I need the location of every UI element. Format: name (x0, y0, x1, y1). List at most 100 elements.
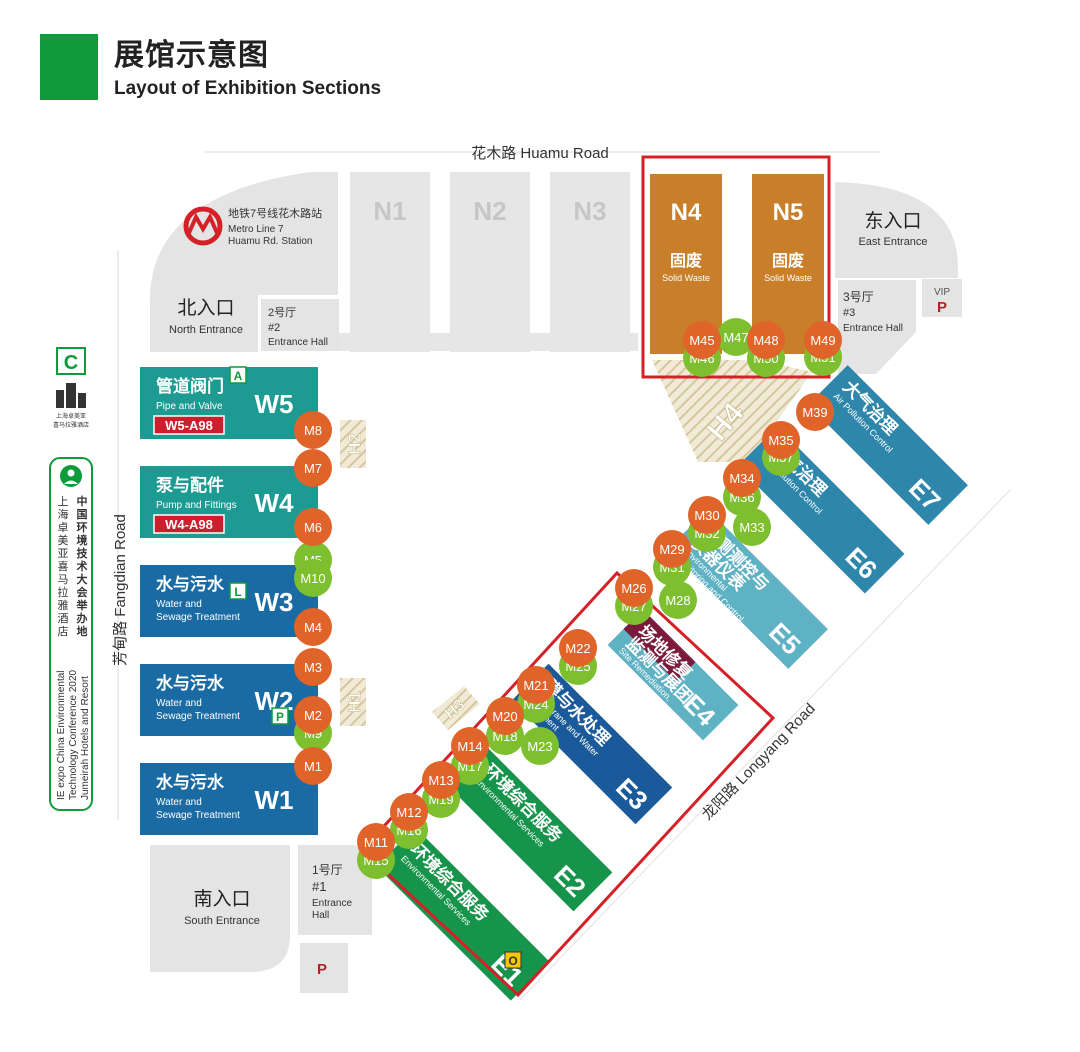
hall-category-cn: 泵与配件 (156, 475, 224, 495)
hall-label: W5 (255, 389, 294, 419)
hall2-cn: 2号厅 (268, 306, 296, 319)
hall-label: W4 (255, 488, 295, 518)
meeting-room-marker (357, 823, 395, 861)
meeting-room-label: M10 (300, 571, 325, 586)
meeting-room-label: M3 (304, 660, 322, 675)
location-marker-label: O (508, 954, 517, 968)
location-marker (229, 582, 247, 600)
hall-category-en: Water and (156, 698, 202, 709)
meeting-room-marker (294, 696, 332, 734)
title-accent-bar (40, 34, 98, 100)
meeting-rooms: M5M9M10M15M16M17M18M19M23M24M25M27M28M31… (294, 318, 842, 879)
hall-label: N5 (773, 199, 804, 226)
meeting-room-marker (422, 761, 460, 799)
location-marker-label: A (234, 369, 243, 383)
meeting-room-m48: M48 (747, 321, 785, 359)
hall3-num: #3 (843, 307, 855, 319)
hall-category-en: Water and (156, 599, 202, 610)
meeting-room-m13: M13 (422, 761, 460, 799)
hall1-en2: Hall (312, 910, 329, 921)
vip-label: VIP (934, 287, 950, 298)
hotel-vertical-char: 店 (58, 624, 69, 638)
meeting-room-marker (796, 393, 834, 431)
meeting-room-m30: M30 (688, 496, 726, 534)
meeting-room-marker (390, 793, 428, 831)
meeting-room-marker (294, 747, 332, 785)
hotel-vertical-char: 马 (58, 573, 69, 586)
location-marker (229, 366, 247, 384)
booth-number: W4-A98 (165, 517, 213, 532)
east-entrance (835, 182, 958, 278)
hall-block (140, 565, 318, 637)
hotel-card (49, 457, 93, 811)
meeting-room-m2: M2 (294, 696, 332, 734)
meeting-room-marker (653, 530, 691, 568)
hotel-badge (56, 347, 86, 375)
meeting-room-label: M4 (304, 620, 322, 635)
road-label-west: 芳甸路 Fangdian Road (112, 514, 129, 666)
hotel-vertical-char: 卓 (58, 521, 69, 534)
meeting-room-label: M14 (457, 739, 482, 754)
meeting-room-m33: M33 (733, 508, 771, 546)
meeting-room-marker (294, 449, 332, 487)
metro-line-cn: 地铁7号线花木路站 (228, 206, 322, 220)
hall-label: N2 (473, 196, 506, 226)
meeting-room-marker (294, 648, 332, 686)
hall-category-en: Solid Waste (662, 273, 710, 283)
meeting-room-marker (659, 581, 697, 619)
meeting-room-label: M11 (364, 835, 388, 850)
hotel-icon-caption-1: 上海卓美亚 (56, 412, 86, 420)
meeting-room-m22: M22 (559, 629, 597, 667)
location-marker-label: L (234, 585, 241, 599)
link-h3 (432, 686, 480, 730)
meeting-room-label: M49 (810, 333, 835, 348)
meeting-room-m47: M47 (717, 318, 755, 356)
hotel-vertical-char: 会 (77, 585, 89, 599)
hall-category-en: Pipe and Valve (156, 401, 223, 412)
meeting-room-label: M35 (768, 433, 793, 448)
entrance-hall-3 (838, 280, 916, 374)
vip-parking (922, 279, 962, 317)
meeting-room-m20: M20 (486, 697, 524, 735)
link-h2-label: H2 (345, 433, 364, 455)
meeting-room-m28: M28 (659, 581, 697, 619)
meeting-room-label: M1 (304, 759, 322, 774)
meeting-room-m11: M11 (357, 823, 395, 861)
meeting-room-m45: M45 (683, 321, 721, 359)
hotel-vertical-char: 环 (77, 521, 88, 534)
hall-category-en-2: Sewage Treatment (156, 711, 240, 722)
meeting-room-label: M13 (428, 773, 453, 788)
hall-label: W3 (255, 587, 294, 617)
meeting-room-label: M22 (565, 641, 590, 656)
meeting-room-marker (294, 559, 332, 597)
hotel-vertical-char: 国 (77, 508, 88, 521)
hall-category-en: Water and (156, 797, 202, 808)
hotel-vertical-char: 雅 (58, 598, 69, 612)
location-marker-label: P (276, 710, 284, 724)
hotel-vertical-char: 举 (76, 598, 89, 612)
hall3-cn: 3号厅 (843, 290, 874, 304)
hotel-icon-caption-2: 喜马拉雅酒店 (53, 421, 89, 429)
meeting-room-label: M7 (304, 461, 322, 476)
hotel-vertical-char: 境 (77, 533, 88, 547)
meeting-room-marker (615, 569, 653, 607)
hotel-vertical-char: 办 (77, 611, 88, 625)
hall-category-cn: 管道阀门 (156, 376, 224, 396)
location-marker-box (504, 951, 522, 969)
hall1-num: #1 (312, 879, 326, 894)
booth-badge (153, 514, 225, 534)
meeting-room-m26: M26 (615, 569, 653, 607)
hall1-cn: 1号厅 (312, 863, 343, 877)
hall-category-cn: 固废 (772, 251, 804, 270)
hall-label: W1 (255, 785, 294, 815)
north-entrance-cn: 北入口 (177, 297, 234, 319)
metro-icon (183, 206, 223, 246)
hotel-vertical-line: 中国环境技术大会举办地 (76, 494, 89, 638)
